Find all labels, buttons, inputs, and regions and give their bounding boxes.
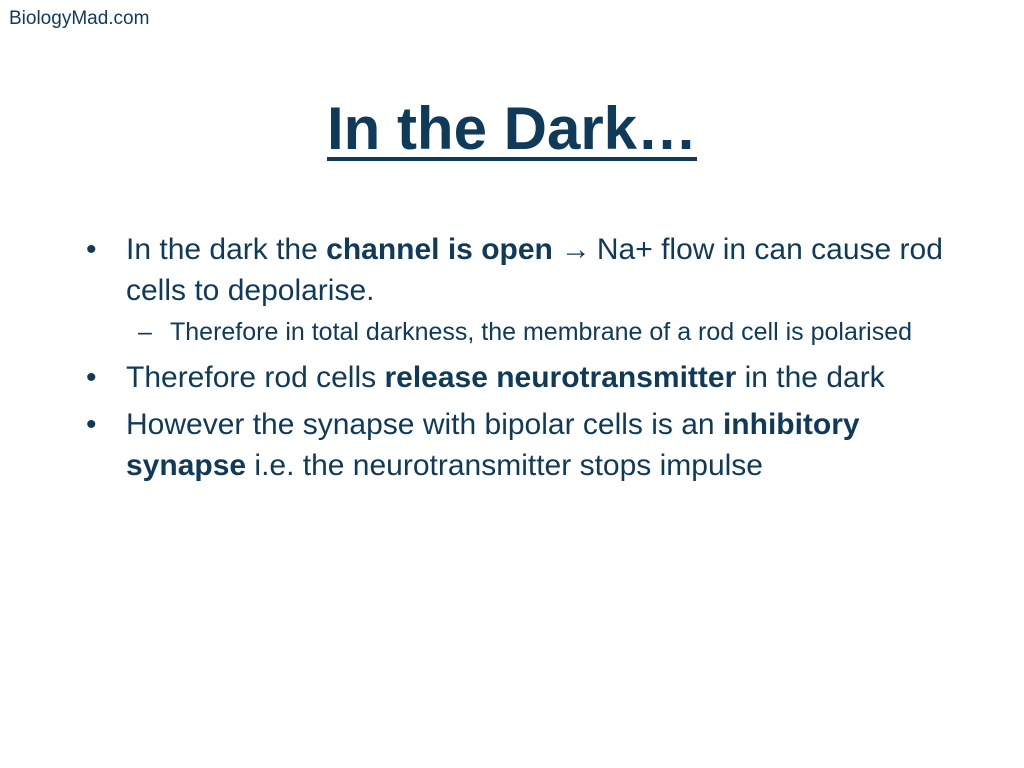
site-watermark: BiologyMad.com (9, 8, 150, 29)
sub-bullet-marker: – (138, 318, 152, 346)
sub-bullet-item-1: – Therefore in total darkness, the membr… (86, 315, 946, 349)
bullet-bold-text: inhibitory synapse (126, 408, 860, 482)
bullet-text: Therefore rod cells (126, 361, 385, 394)
bullet-bold-text: release neurotransmitter (384, 361, 737, 394)
sub-bullet-text: Therefore in total darkness, the membran… (170, 318, 913, 346)
bullet-item-3: • However the synapse with bipolar cells… (86, 404, 946, 486)
bullet-marker: • (86, 233, 97, 266)
bullet-marker: • (86, 361, 97, 394)
bullet-text: Na+ flow in can cause rod cells to depol… (126, 233, 943, 307)
bullet-item-1: • In the dark the channel is open→Na+ fl… (86, 229, 946, 311)
bullet-text: However the synapse with bipolar cells i… (126, 408, 723, 441)
arrow-right-icon: → (560, 233, 591, 266)
slide-content: • In the dark the channel is open→Na+ fl… (86, 229, 946, 492)
bullet-marker: • (86, 408, 97, 441)
bullet-bold-text: channel is open (326, 233, 553, 266)
bullet-item-2: • Therefore rod cells release neurotrans… (86, 357, 946, 398)
bullet-text: in the dark (736, 361, 885, 394)
bullet-text: In the dark the (126, 233, 327, 266)
slide-title-text: In the Dark… (326, 95, 698, 162)
bullet-text: i.e. the neurotransmitter stops impulse (246, 449, 763, 482)
slide-title: In the Dark… (0, 96, 1024, 162)
